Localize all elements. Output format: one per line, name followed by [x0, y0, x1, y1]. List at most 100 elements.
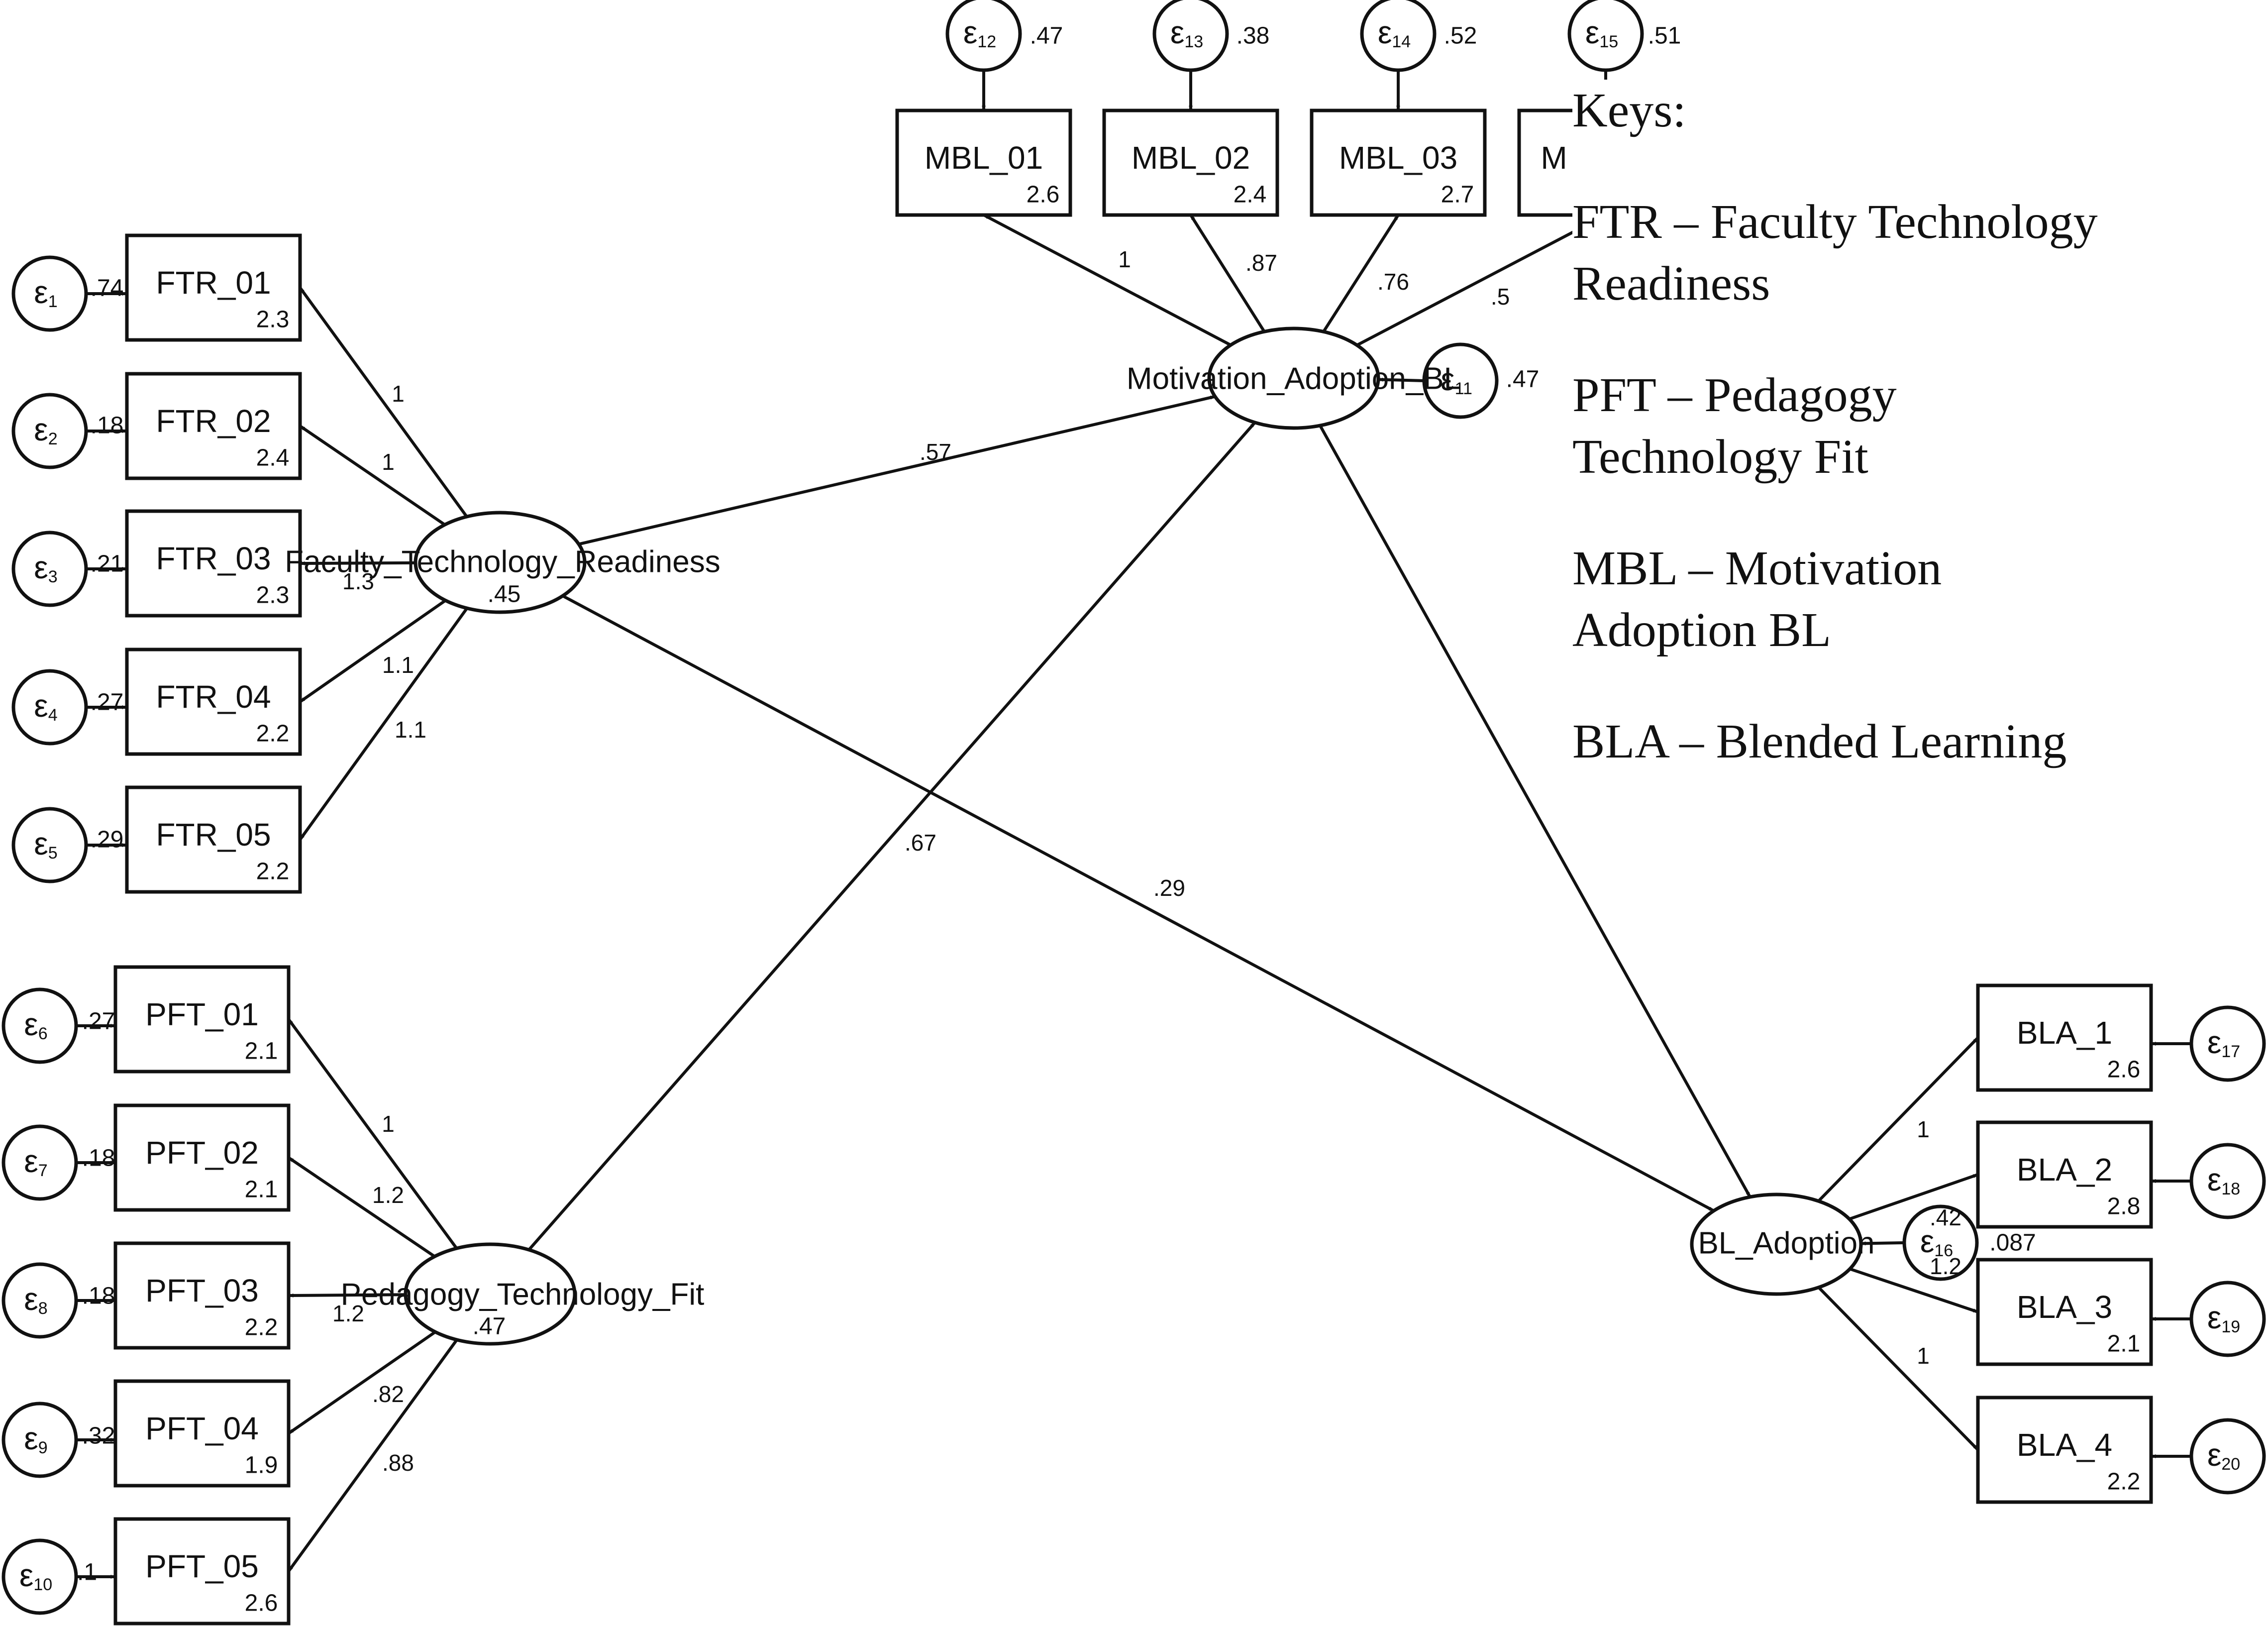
error-8-variance: .18 [82, 1283, 115, 1309]
error-15-circle [1567, 0, 1644, 72]
latent-BLA-name: BL_Adoption [1698, 1226, 1874, 1260]
indicator-BLA_3-intercept: 2.1 [2107, 1331, 2141, 1357]
indicator-MBL_02-box [1102, 108, 1279, 217]
indicator-PFT_03-intercept: 2.2 [245, 1314, 278, 1341]
indicator-BLA_4-name: BLA_4 [2017, 1427, 2112, 1463]
edges-layer [76, 70, 2191, 1579]
indicator-BLA_1-box [1976, 983, 2153, 1092]
indicator-PFT_02-box [113, 1103, 291, 1212]
error-18-circle [2189, 1143, 2266, 1219]
legend-mbl-line1: MBL – Motivation [1572, 542, 1942, 595]
disturbance-16-variance: .087 [1989, 1230, 2036, 1256]
latent-MBL-name: Motivation_Adoption_BL [1127, 361, 1461, 396]
error-12-variance: .47 [1030, 23, 1063, 49]
latent-FTR-ellipse [413, 511, 587, 614]
indicator-MBL_03-box [1310, 108, 1487, 217]
indicator-FTR_03-intercept: 2.3 [256, 582, 290, 609]
indicator-PFT_02-intercept: 2.1 [245, 1177, 278, 1203]
loading-FTR_03-coef: 1.3 [342, 568, 374, 594]
loading-MBL_04-arrow [1356, 214, 1607, 347]
error-1-variance: .74 [91, 275, 124, 302]
error-20-circle [2189, 1418, 2266, 1495]
indicator-BLA_2-intercept: 2.8 [2107, 1193, 2141, 1220]
indicator-MBL_02-intercept: 2.4 [1234, 182, 1267, 208]
indicator-FTR_03-name: FTR_03 [156, 541, 271, 576]
disturbance-11-variance: .47 [1506, 366, 1540, 393]
indicator-PFT_05-box [113, 1517, 291, 1626]
indicator-PFT_05-intercept: 2.6 [245, 1590, 278, 1617]
error-13-circle [1152, 0, 1229, 72]
error-2-circle [11, 393, 88, 469]
error-14-variance: .52 [1444, 23, 1477, 49]
indicator-MBL_01-intercept: 2.6 [1027, 182, 1060, 208]
error-7-variance: .18 [82, 1145, 115, 1172]
error-1-circle [11, 255, 88, 332]
error-6-label: ε6 [24, 1006, 47, 1043]
loading-PFT_05-coef: .88 [382, 1450, 414, 1476]
loading-PFT_01-arrow [287, 1018, 458, 1249]
error-14-circle [1360, 0, 1437, 72]
loading-BLA_2-arrow [1849, 1173, 1978, 1221]
loading-BLA_1-coef: 1 [1917, 1116, 1930, 1142]
loading-FTR_04-coef: 1.1 [382, 652, 414, 678]
path-FTR-BLA-coef: .29 [1153, 875, 1185, 901]
loading-MBL_02-coef: .87 [1245, 250, 1277, 276]
indicator-PFT_04-intercept: 1.9 [245, 1452, 278, 1479]
disturbance-11-arrow [1378, 377, 1425, 382]
loading-MBL_01-coef: 1 [1118, 246, 1131, 272]
latent-PFT-variance: .47 [473, 1313, 506, 1340]
error-8-circle [1, 1262, 78, 1339]
indicator-BLA_1-name: BLA_1 [2017, 1015, 2112, 1051]
indicator-PFT_03-name: PFT_03 [145, 1273, 259, 1308]
indicator-BLA_2-box [1976, 1120, 2153, 1229]
error-7-circle [1, 1124, 78, 1201]
disturbance-11-circle [1422, 342, 1499, 419]
loading-BLA_3-arrow [1849, 1267, 1978, 1313]
loading-FTR_05-coef: 1.1 [395, 717, 426, 743]
indicator-PFT_01-name: PFT_01 [145, 996, 259, 1032]
error-5-variance: .29 [91, 827, 124, 853]
loading-PFT_04-coef: .82 [372, 1381, 404, 1407]
indicator-BLA_2-name: BLA_2 [2017, 1152, 2112, 1188]
error-19-circle [2189, 1281, 2266, 1357]
loading-MBL_04-coef: .5 [1491, 284, 1510, 310]
legend-mbl-line2: Adoption BL [1572, 603, 1831, 657]
error-3-variance: .21 [91, 551, 124, 577]
loading-MBL_03-coef: .76 [1377, 269, 1409, 295]
loading-MBL_02-arrow [1189, 214, 1266, 332]
indicator-PFT_01-box [113, 965, 291, 1074]
latent-FTR-name: Faculty_Technology_Readiness [285, 544, 720, 579]
indicator-FTR_02-box [125, 372, 302, 480]
indicator-PFT_04-box [113, 1379, 291, 1488]
loading-PFT_02-arrow [288, 1156, 436, 1258]
indicator-MBL_01-name: MBL_01 [925, 140, 1043, 176]
error-6-circle [1, 987, 78, 1064]
indicator-FTR_04-box [125, 648, 302, 756]
latent-BLA-ellipse [1690, 1192, 1863, 1296]
error-13-variance: .38 [1237, 23, 1270, 49]
error-3-circle [11, 531, 88, 607]
path-FTR-MBL-arrow [578, 395, 1216, 546]
loading-FTR_01-arrow [299, 287, 468, 518]
loading-BLA_2-coef: .42 [1930, 1204, 1961, 1230]
path-FTR-MBL-coef: .57 [920, 439, 951, 465]
indicator-FTR_05-box [125, 785, 302, 894]
loading-PFT_01-coef: 1 [382, 1111, 395, 1137]
loading-BLA_4-coef: 1 [1917, 1343, 1930, 1369]
indicator-BLA_4-box [1976, 1396, 2153, 1504]
legend-ftr-line1: FTR – Faculty Technology [1572, 195, 2098, 249]
indicator-BLA_3-box [1976, 1258, 2153, 1366]
loading-FTR_04-arrow [299, 599, 447, 703]
indicator-FTR_02-name: FTR_02 [156, 403, 271, 439]
indicator-FTR_01-box [125, 233, 302, 342]
legend-bla-line1: BLA – Blended Learning [1572, 715, 2067, 768]
latent-PFT-name: Pedagogy_Technology_Fit [341, 1277, 705, 1311]
loading-PFT_02-coef: 1.2 [372, 1182, 404, 1208]
indicator-PFT_02-name: PFT_02 [145, 1135, 259, 1171]
error-4-variance: .27 [91, 689, 124, 716]
loading-FTR_02-arrow [299, 425, 446, 526]
indicator-FTR_03-box [125, 509, 302, 618]
indicator-PFT_03-box [113, 1241, 291, 1350]
